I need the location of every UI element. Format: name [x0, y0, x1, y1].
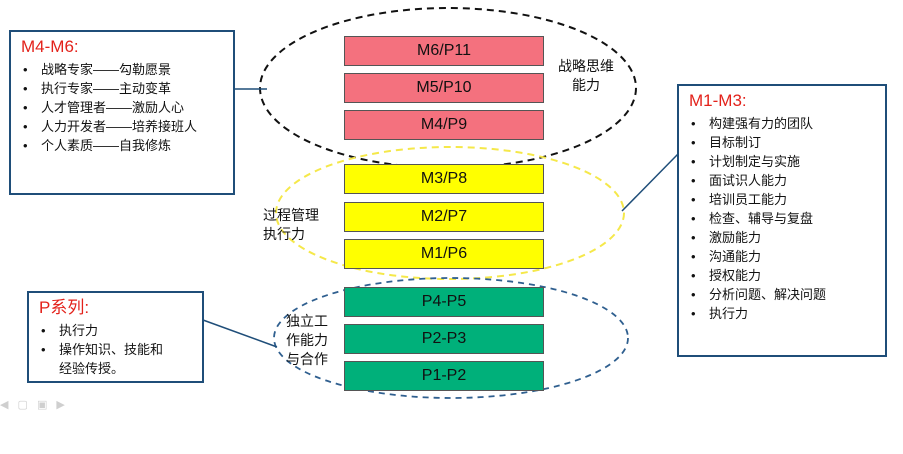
level-m4-p9: M4/P9	[344, 110, 544, 140]
strategic-capability-label: 战略思维 能力	[558, 58, 614, 93]
process-capability-label: 过程管理 执行力	[263, 207, 319, 242]
m4m6-title: M4-M6:	[21, 37, 79, 56]
list-item: 沟通能力	[689, 247, 879, 266]
list-item: 执行力	[689, 304, 879, 323]
list-item: 战略专家——勾勒愿景	[21, 60, 227, 79]
list-item: 人才管理者——激励人心	[21, 98, 227, 117]
list-item: 授权能力	[689, 266, 879, 285]
p-series-box: P系列: 执行力 操作知识、技能和 经验传授。	[27, 291, 204, 383]
level-m2-p7: M2/P7	[344, 202, 544, 232]
list-item: 操作知识、技能和 经验传授。	[39, 340, 196, 378]
list-item: 面试识人能力	[689, 171, 879, 190]
level-p1-p2: P1-P2	[344, 361, 544, 391]
independent-ellipse	[273, 277, 629, 399]
list-item: 计划制定与实施	[689, 152, 879, 171]
list-item: 执行专家——主动变革	[21, 79, 227, 98]
m4m6-list: 战略专家——勾勒愿景 执行专家——主动变革 人才管理者——激励人心 人力开发者—…	[21, 60, 227, 155]
list-item: 个人素质——自我修炼	[21, 136, 227, 155]
m4m6-box: M4-M6: 战略专家——勾勒愿景 执行专家——主动变革 人才管理者——激励人心…	[9, 30, 235, 195]
slide-controls-icon: ◀ ▢ ▣ ▶	[0, 399, 68, 411]
level-m1-p6: M1/P6	[344, 239, 544, 269]
list-item: 构建强有力的团队	[689, 114, 879, 133]
list-item: 分析问题、解决问题	[689, 285, 879, 304]
list-item: 培训员工能力	[689, 190, 879, 209]
list-item: 人力开发者——培养接班人	[21, 117, 227, 136]
list-item: 激励能力	[689, 228, 879, 247]
p-series-title: P系列:	[39, 298, 90, 317]
m1m3-connector	[621, 153, 679, 212]
independent-capability-label: 独立工 作能力 与合作	[286, 313, 328, 367]
list-item: 目标制订	[689, 133, 879, 152]
m1m3-list: 构建强有力的团队 目标制订 计划制定与实施 面试识人能力 培训员工能力 检查、辅…	[689, 114, 879, 323]
p-series-connector	[202, 319, 278, 348]
m1m3-title: M1-M3:	[689, 91, 747, 110]
level-m6-p11: M6/P11	[344, 36, 544, 66]
level-p2-p3: P2-P3	[344, 324, 544, 354]
level-p4-p5: P4-P5	[344, 287, 544, 317]
list-item: 执行力	[39, 321, 196, 340]
level-m3-p8: M3/P8	[344, 164, 544, 194]
p-series-list: 执行力 操作知识、技能和 经验传授。	[39, 321, 196, 378]
process-ellipse	[275, 146, 625, 280]
level-m5-p10: M5/P10	[344, 73, 544, 103]
list-item: 检查、辅导与复盘	[689, 209, 879, 228]
m1m3-box: M1-M3: 构建强有力的团队 目标制订 计划制定与实施 面试识人能力 培训员工…	[677, 84, 887, 357]
